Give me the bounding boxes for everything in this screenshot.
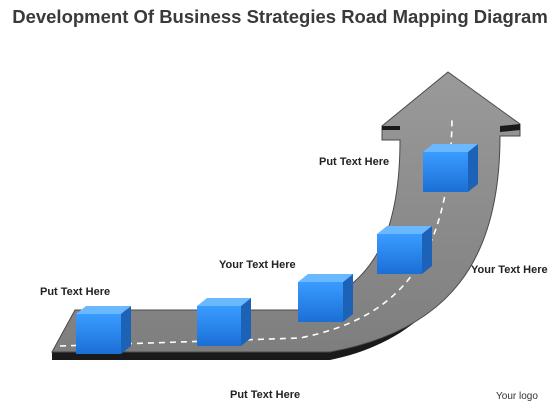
label-your-text-middle: Your Text Here [219,259,296,271]
milestone-cube-3 [298,274,353,322]
milestone-cube-2 [197,298,251,346]
road-arrow [51,71,521,353]
milestone-cube-4 [377,226,432,274]
milestone-cube-5 [423,144,478,192]
arrow-head-edge [382,124,520,132]
road-center-line [59,119,453,347]
milestone-cube-1 [76,306,131,354]
logo-text: Your logo [496,391,538,402]
diagram-title: Development Of Business Strategies Road … [12,6,548,27]
label-your-text-right: Your Text Here [471,264,548,276]
label-put-text-left: Put Text Here [40,286,111,298]
label-put-text-bottom: Put Text Here [230,389,301,401]
label-put-text-top: Put Text Here [319,156,390,168]
